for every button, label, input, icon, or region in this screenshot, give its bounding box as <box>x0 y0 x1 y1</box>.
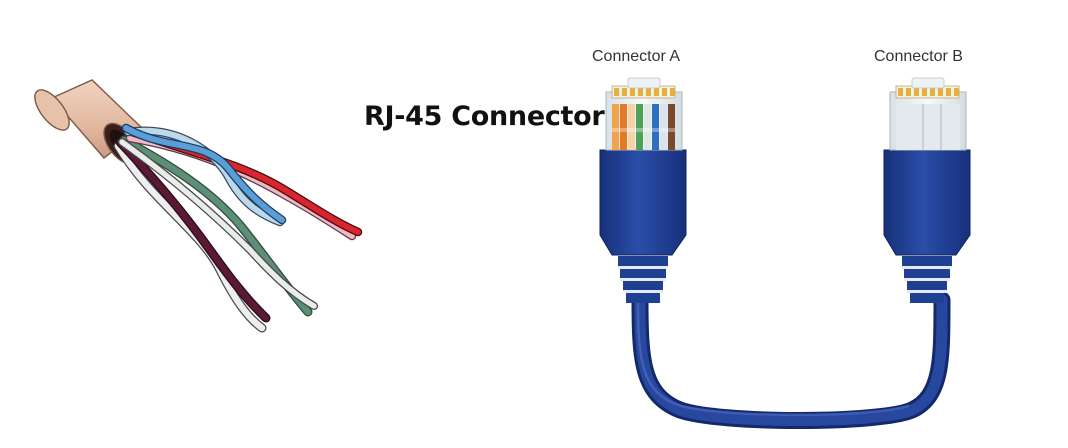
wire-white-green <box>118 138 318 310</box>
connector-b-strain-relief <box>902 256 952 303</box>
connector-a-contacts <box>611 85 676 99</box>
connector-a-wires <box>612 104 675 150</box>
rj45-connector-label: RJ-45 Connector <box>364 101 605 132</box>
connector-b <box>883 77 971 303</box>
connector-a <box>599 77 687 303</box>
connector-a-label: Connector A <box>592 48 681 65</box>
twisted-pair-cable <box>34 79 363 333</box>
wire-brown <box>115 137 271 323</box>
connector-a-strain-relief <box>618 256 668 303</box>
cable-loop <box>631 291 951 429</box>
connector-b-contacts <box>895 85 960 99</box>
wire-blue <box>121 123 287 225</box>
patch-cable <box>599 77 971 429</box>
connector-b-label: Connector B <box>874 48 963 65</box>
wire-light-blue <box>123 126 285 227</box>
